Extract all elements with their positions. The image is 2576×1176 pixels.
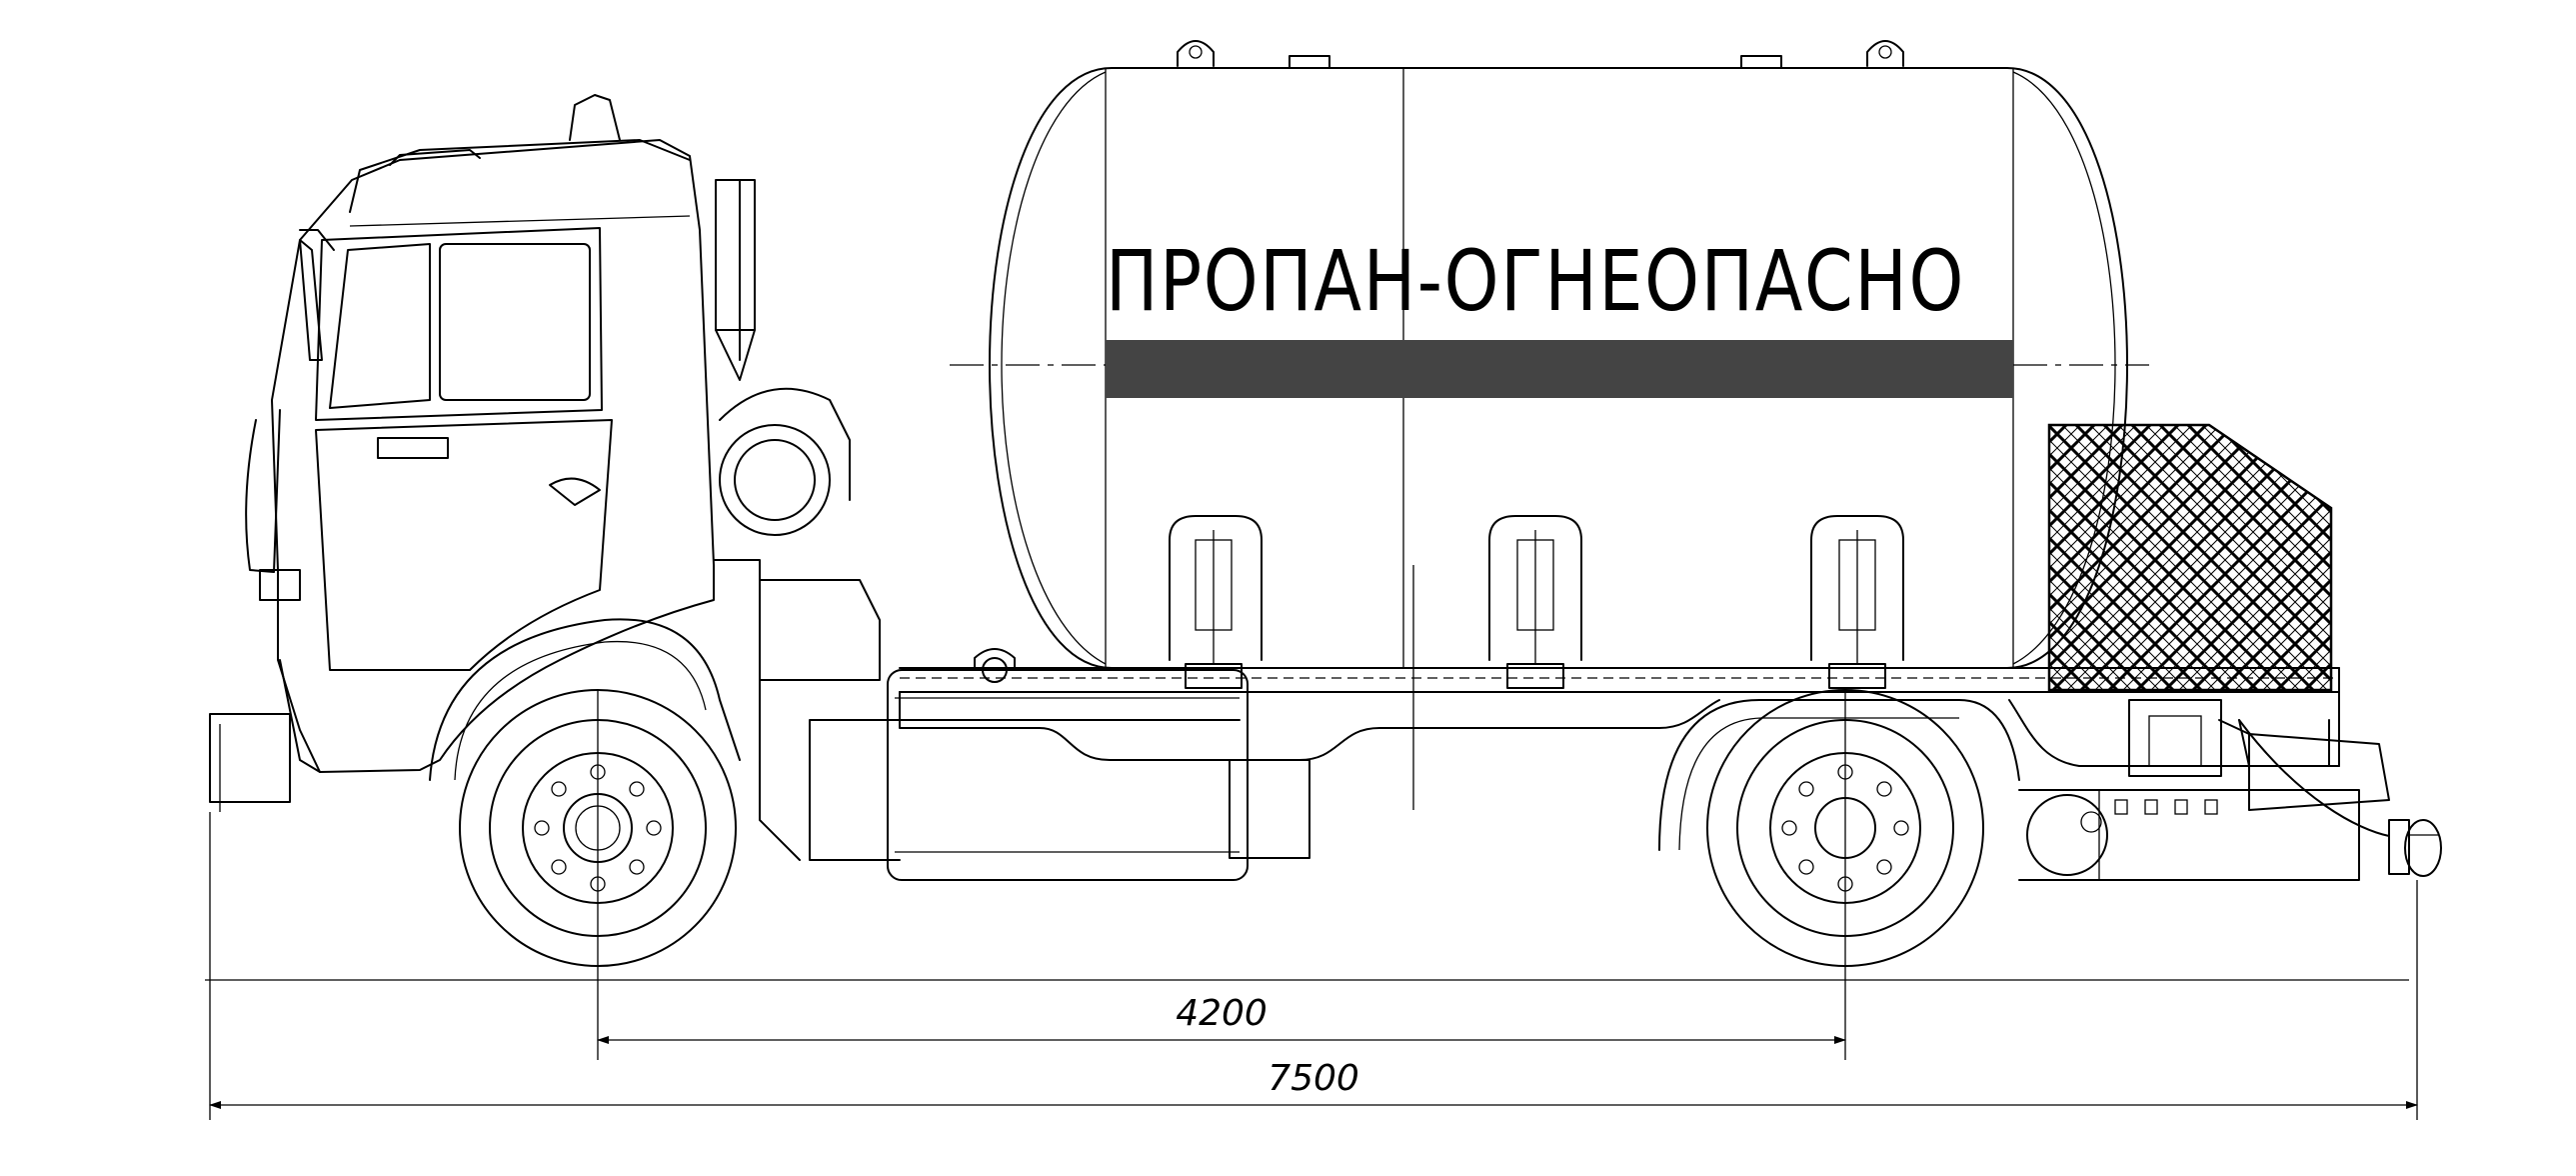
tank-saddles <box>1169 515 1904 689</box>
overall-length-dimension: 7500 <box>1268 1058 1359 1099</box>
front-fender <box>429 618 741 781</box>
dimension-lines: 4200 7500 <box>205 690 2418 1120</box>
windshield <box>329 243 431 409</box>
side-window <box>439 243 591 401</box>
lpg-tank: ПРОПАН-ОГНЕОПАСНО <box>950 40 2149 810</box>
tank-warning-label: ПРОПАН-ОГНЕОПАСНО <box>1106 232 1965 330</box>
air-cleaner <box>719 424 831 536</box>
cab-body <box>271 139 715 773</box>
rear-cabinet <box>2047 423 2333 692</box>
rear-underbody <box>2018 789 2360 881</box>
tank-warning-stripe <box>1106 340 2013 398</box>
wheelbase-dimension: 4200 <box>1176 993 1268 1034</box>
rear-wheel <box>1658 689 2020 967</box>
fuel-tank <box>809 648 1310 881</box>
truck-cab <box>209 94 881 861</box>
chassis-frame <box>899 667 2442 877</box>
